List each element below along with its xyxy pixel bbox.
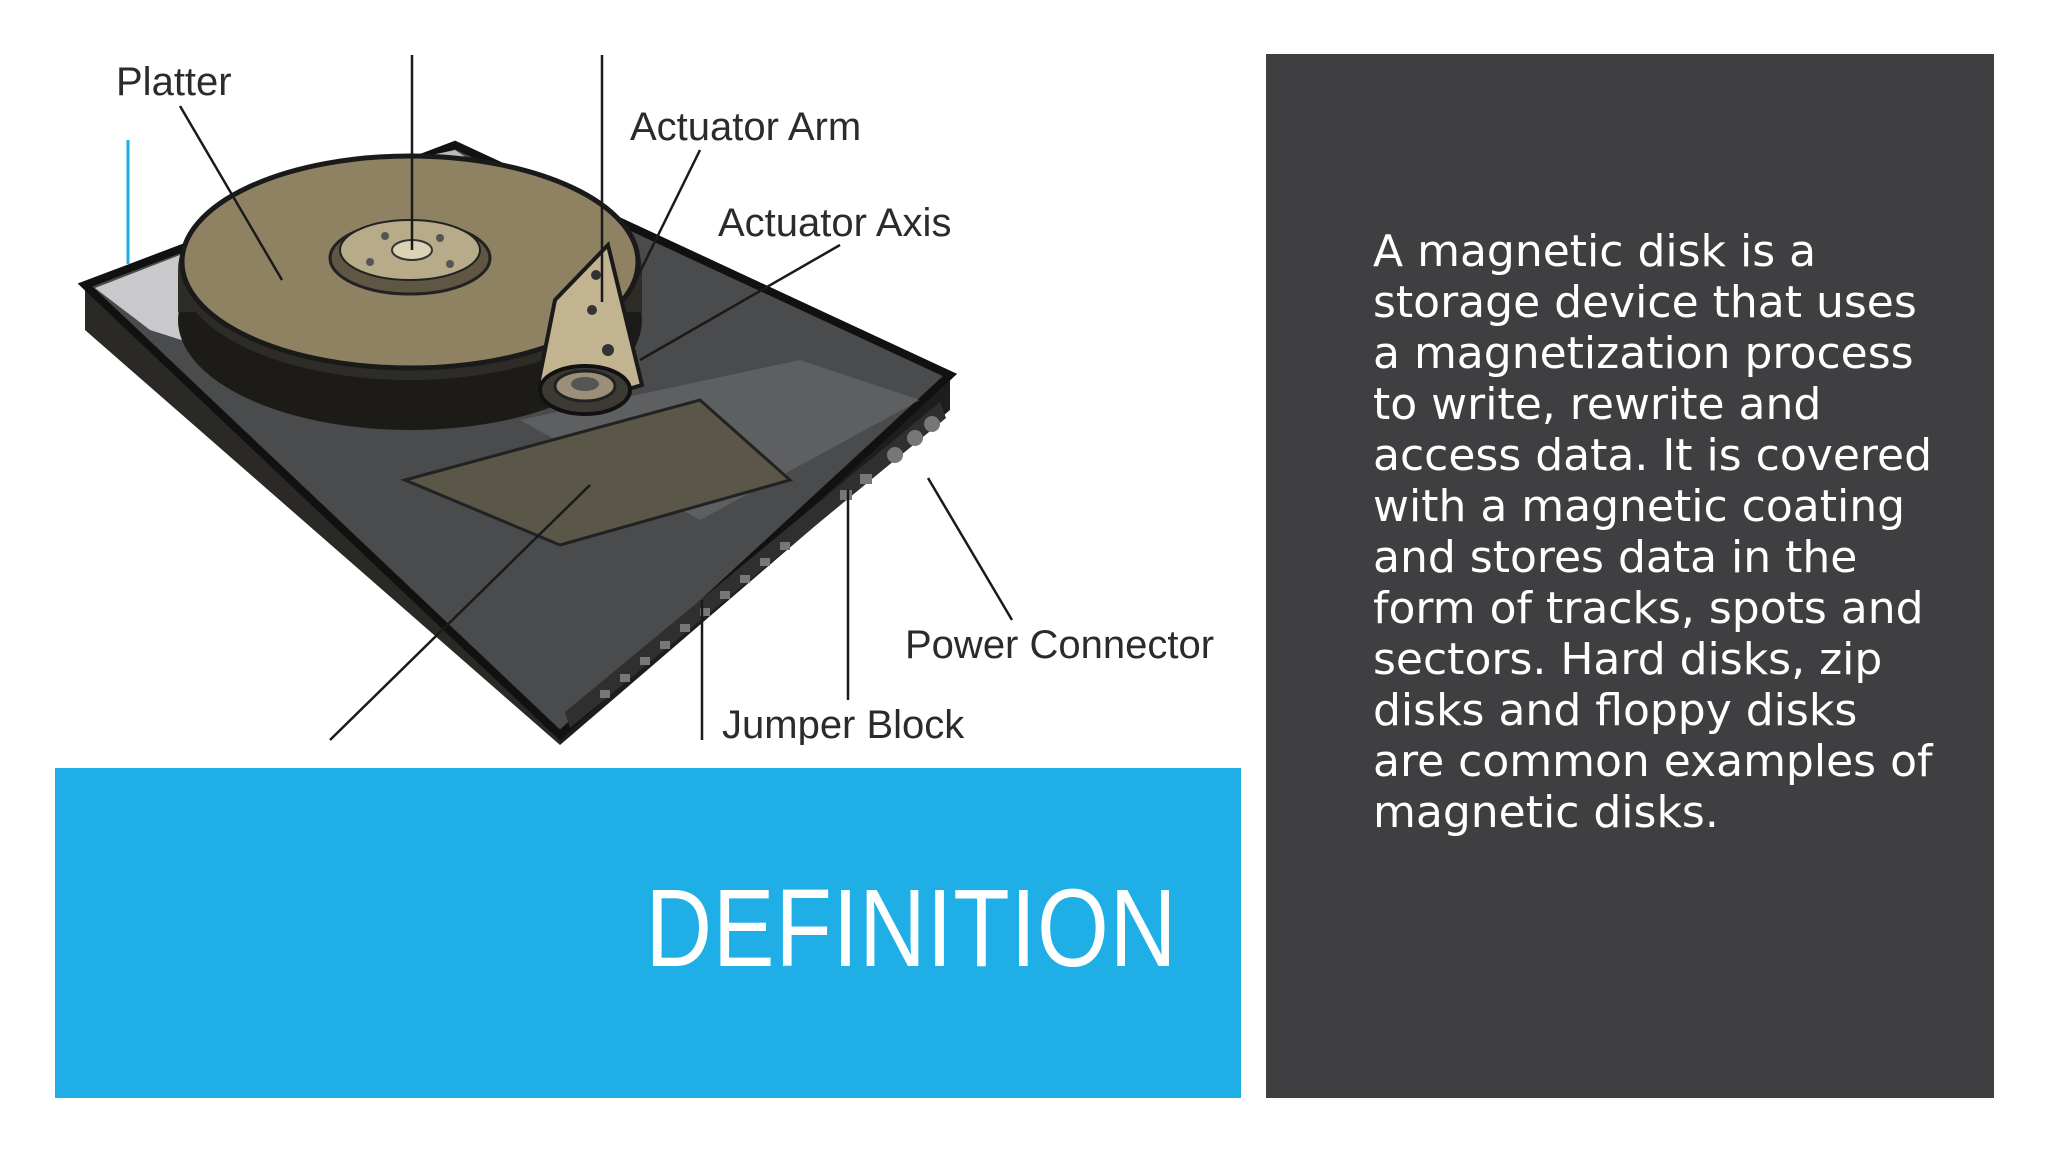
definition-panel: A magnetic disk is a storage device that… bbox=[1266, 54, 1994, 1098]
label-power-connector: Power Connector bbox=[905, 623, 1214, 667]
hard-disk-diagram: Platter Actuator Arm Actuator Axis Power… bbox=[77, 55, 1214, 745]
read-write-head-area bbox=[400, 398, 794, 547]
label-platter: Platter bbox=[116, 60, 232, 104]
leader-lines bbox=[178, 55, 1014, 741]
title-banner: DEFINITION bbox=[55, 768, 1241, 1098]
definition-text: A magnetic disk is a storage device that… bbox=[1373, 226, 1933, 838]
platter-disk bbox=[178, 153, 642, 430]
label-actuator-axis: Actuator Axis bbox=[718, 201, 951, 245]
slide-title: DEFINITION bbox=[645, 867, 1177, 990]
label-jumper-block: Jumper Block bbox=[722, 703, 965, 745]
label-actuator-arm: Actuator Arm bbox=[630, 105, 861, 149]
actuator-axis bbox=[538, 364, 632, 416]
connector-strip bbox=[565, 402, 946, 728]
